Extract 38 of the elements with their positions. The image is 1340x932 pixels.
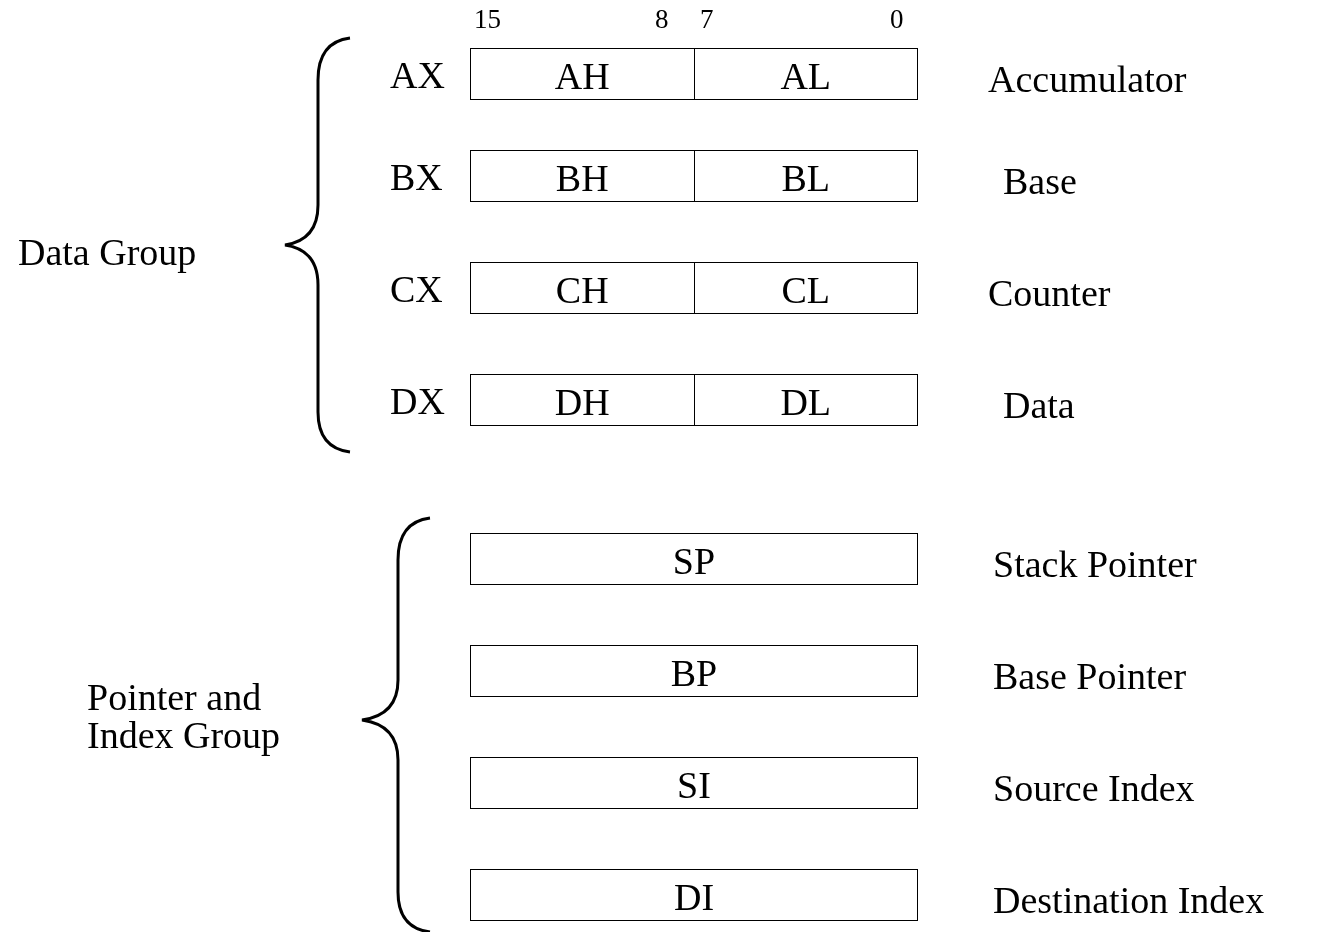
register-description: Base Pointer (993, 657, 1187, 695)
register-description: Accumulator (988, 60, 1187, 98)
register-box (470, 150, 918, 202)
register-name: AH (554, 54, 610, 95)
bit-number: 8 (655, 6, 670, 33)
register-name: BL (781, 156, 831, 197)
register-box (470, 374, 918, 426)
register-name: DI (672, 875, 716, 920)
register-box (470, 262, 918, 314)
register-description: Base (1003, 162, 1077, 200)
register-label: AX (390, 56, 445, 94)
register-label: BX (390, 158, 443, 196)
register-box (470, 869, 918, 921)
bit-number: 7 (700, 6, 715, 33)
register-description: Stack Pointer (993, 545, 1197, 583)
register-name: AL (780, 54, 832, 95)
register-description: Source Index (993, 769, 1195, 807)
register-box (470, 645, 918, 697)
register-box (470, 757, 918, 809)
bit-number: 0 (890, 6, 905, 33)
register-name: BH (555, 156, 609, 197)
group-label: Data Group (18, 233, 198, 271)
register-name: SP (671, 539, 717, 584)
register-name: DL (780, 380, 832, 421)
register-description: Counter (988, 274, 1111, 312)
register-name: DH (554, 380, 610, 421)
register-label: CX (390, 270, 443, 308)
register-description: Destination Index (993, 881, 1265, 919)
group-label: Pointer and Index Group (87, 678, 282, 754)
register-name: BP (669, 651, 719, 696)
register-box (470, 533, 918, 585)
register-box (470, 48, 918, 100)
register-name: CL (781, 268, 831, 309)
register-description: Data (1003, 386, 1075, 424)
register-label: DX (390, 382, 445, 420)
register-name: SI (676, 763, 712, 808)
register-name: CH (555, 268, 609, 309)
bit-number: 15 (474, 6, 502, 33)
